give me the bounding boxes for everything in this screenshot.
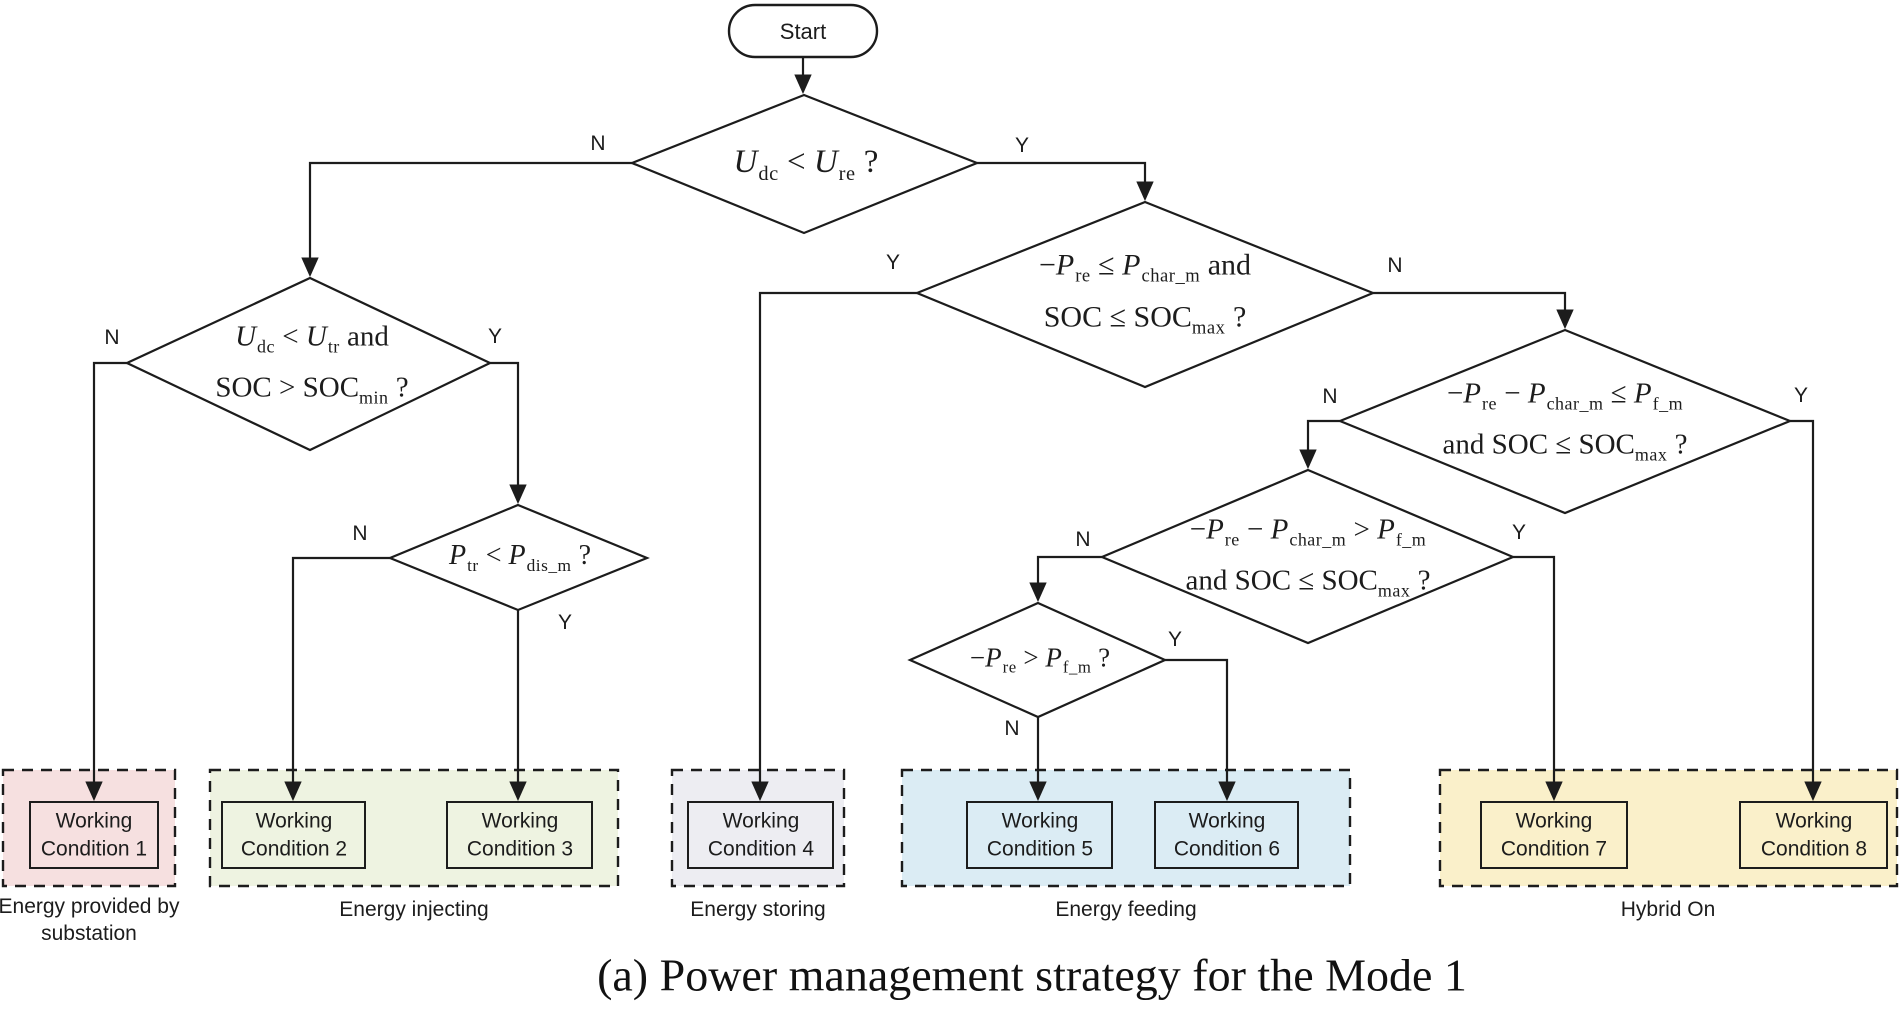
decision-pre-pchar-gt-pfm-line2: and SOC ≤ SOCmax ?	[1185, 564, 1431, 601]
decision-pre-pchar-soc-line1: −Pre ≤ Pchar_m and	[1038, 248, 1252, 287]
working-condition-2-label: Working Condition 2	[240, 809, 348, 860]
group-substation-label: Energy provided by substation	[0, 895, 180, 946]
decision-udc-ure-text: Udc < Ure ?	[733, 144, 879, 185]
decision-ptr-pdis-text: Ptr < Pdis_m ?	[448, 540, 592, 575]
working-condition-4-label: Working Condition 4	[707, 809, 815, 860]
working-condition-1-label: Working Condition 1	[40, 809, 148, 860]
decision-ptr-pdis	[387, 503, 650, 612]
decision-pre-gt-pfm-text: −Pre > Pf_m ?	[969, 642, 1111, 677]
branch-yes-pre-pchar: Y	[885, 251, 901, 274]
group-feeding-label: Energy feeding	[1055, 898, 1197, 921]
decision-pre-pchar-soc	[914, 200, 1376, 389]
box-working-condition-4	[687, 801, 834, 869]
box-working-condition-5	[966, 801, 1113, 869]
decision-pre-pchar-gt-pfm-line1: −Pre − Pchar_m > Pf_m	[1189, 513, 1427, 550]
edge-udc-ure-no	[301, 161, 632, 278]
edge-le-pfm-yes	[1790, 419, 1822, 802]
group-hybrid-label: Hybrid On	[1620, 898, 1716, 921]
edge-gt-pfm-no	[1029, 555, 1102, 603]
box-working-condition-2	[221, 801, 366, 869]
decision-pre-pchar-le-pfm	[1337, 328, 1793, 515]
branch-no-ptr-pdis: N	[352, 522, 368, 545]
decision-udc-utr-soc-line2: SOC > SOCmin ?	[215, 371, 409, 408]
box-working-condition-6	[1154, 801, 1299, 869]
decision-pre-gt-pfm	[907, 601, 1168, 719]
box-working-condition-1	[29, 801, 159, 869]
box-working-condition-8	[1739, 801, 1888, 869]
branch-yes-le-pfm: Y	[1793, 384, 1809, 407]
working-condition-6-label: Working Condition 6	[1173, 809, 1281, 860]
figure-caption: (a) Power management strategy for the Mo…	[597, 949, 1467, 1001]
branch-no-udc-utr: N	[104, 326, 120, 349]
edge-pre-gt-pfm-yes	[1165, 658, 1236, 802]
decision-pre-pchar-gt-pfm	[1099, 468, 1516, 645]
edge-pre-pchar-yes	[751, 291, 917, 802]
start-label: Start	[779, 19, 827, 44]
branch-no-pre-pchar: N	[1387, 254, 1403, 277]
branch-yes-udc-utr: Y	[487, 325, 503, 348]
branch-yes-pre-gt-pfm: Y	[1167, 628, 1183, 651]
box-working-condition-3	[446, 801, 593, 869]
decision-udc-ure	[629, 93, 980, 235]
edge-ptr-pdis-no	[284, 556, 390, 802]
working-condition-3-label: Working Condition 3	[466, 809, 574, 860]
decision-udc-utr-soc	[124, 276, 493, 452]
working-condition-5-label: Working Condition 5	[986, 809, 1094, 860]
box-working-condition-7	[1480, 801, 1628, 869]
group-storing-label: Energy storing	[690, 898, 826, 921]
working-condition-8-label: Working Condition 8	[1760, 809, 1868, 860]
branch-yes-gt-pfm: Y	[1511, 521, 1527, 544]
working-condition-7-label: Working Condition 7	[1500, 809, 1608, 860]
edge-gt-pfm-yes	[1513, 555, 1563, 802]
branch-no-gt-pfm: N	[1075, 528, 1091, 551]
branch-no-le-pfm: N	[1322, 385, 1338, 408]
decision-udc-utr-soc-line1: Udc < Utr and	[235, 320, 389, 357]
edge-udc-ure-yes	[977, 161, 1154, 202]
group-injecting-label: Energy injecting	[339, 898, 489, 921]
edge-pre-pchar-no	[1373, 291, 1574, 330]
edge-udc-utr-no	[85, 361, 127, 802]
start-node	[727, 3, 879, 59]
decision-pre-pchar-le-pfm-line2: and SOC ≤ SOCmax ?	[1442, 428, 1688, 465]
branch-no-pre-gt-pfm: N	[1004, 717, 1020, 740]
edge-le-pfm-no	[1299, 419, 1340, 470]
decision-pre-pchar-le-pfm-line1: −Pre − Pchar_m ≤ Pf_m	[1446, 377, 1684, 414]
decision-pre-pchar-soc-line2: SOC ≤ SOCmax ?	[1043, 300, 1247, 339]
branch-yes-ptr-pdis: Y	[557, 611, 573, 634]
edge-udc-utr-yes	[490, 361, 527, 505]
branch-no-udc-ure: N	[590, 132, 606, 155]
branch-yes-udc-ure: Y	[1014, 134, 1030, 157]
